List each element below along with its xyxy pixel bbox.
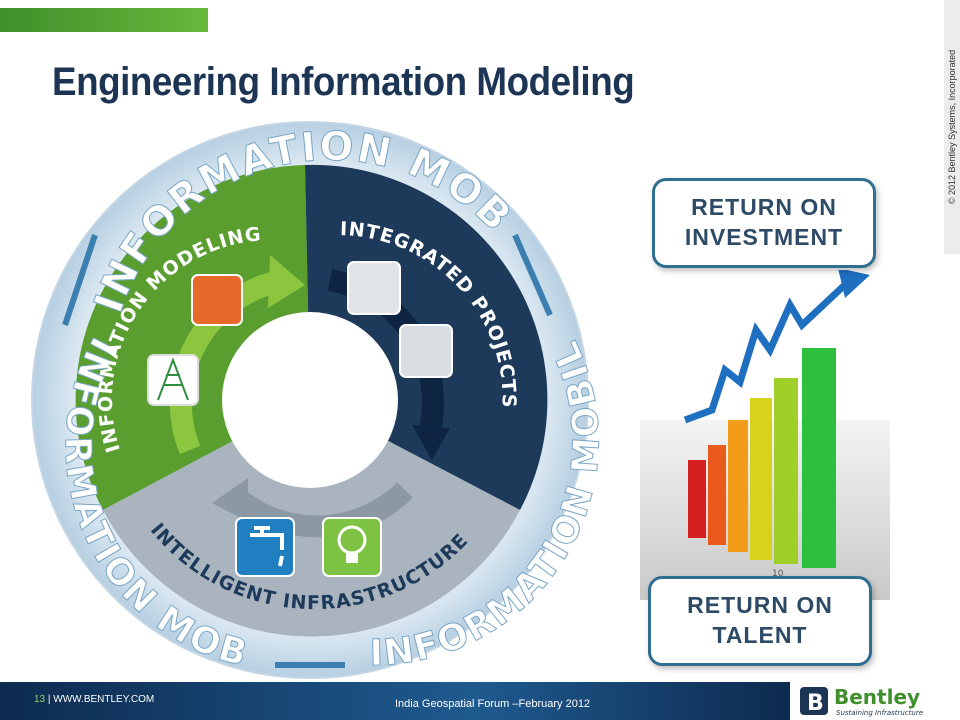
bar-6 — [802, 348, 836, 568]
plant-model-thumbnail — [347, 261, 401, 315]
roi-line-2: INVESTMENT — [684, 224, 844, 250]
axis-tick-label: 10 — [772, 569, 784, 579]
rot-line-2: TALENT — [712, 622, 808, 648]
logo-tagline: Sustaining Infrastructure — [836, 709, 923, 717]
copyright-text: © 2012 Bentley Systems, Incorporated — [947, 49, 957, 205]
bar-4 — [750, 398, 772, 560]
top-accent-bar — [0, 8, 208, 32]
gray-arrow-head — [212, 478, 248, 522]
structural-model-thumbnail — [191, 274, 243, 326]
roi-line-1: RETURN ON — [691, 194, 837, 221]
cycle-arrow-green — [169, 269, 288, 455]
page-number: 13 — [34, 694, 46, 705]
bar-2 — [708, 445, 726, 545]
growth-chart-visual: 10 — [640, 270, 890, 600]
footer-left: 13 | WWW.BENTLEY.COM — [34, 694, 154, 705]
bar-3 — [728, 420, 748, 552]
ring-arrow-left — [62, 234, 98, 326]
footer-url[interactable]: | WWW.BENTLEY.COM — [45, 694, 155, 705]
slide-title: Engineering Information Modeling — [52, 60, 635, 104]
copyright-tab — [944, 0, 960, 254]
bar-5 — [774, 378, 798, 564]
growth-arrow-head — [838, 270, 870, 298]
center-circle — [222, 312, 398, 488]
lightbulb-icon — [322, 517, 382, 577]
rot-line-1: RETURN ON — [687, 592, 833, 619]
bentley-b-icon — [800, 687, 828, 715]
svg-text:B: B — [807, 691, 824, 716]
logo-name: Bentley — [834, 685, 920, 709]
footer-bar — [0, 682, 790, 720]
green-arrow-head — [268, 255, 305, 308]
ring-arrow-right — [512, 233, 553, 317]
building-model-thumbnail — [399, 324, 453, 378]
growth-arrow — [683, 277, 853, 424]
return-on-investment-box: RETURN ON INVESTMENT — [652, 178, 876, 268]
navy-arrow-head — [412, 425, 450, 460]
footer-event: India Geospatial Forum –February 2012 — [395, 698, 591, 710]
bar-1 — [688, 460, 706, 538]
information-mobility-diagram: INFORMATION MOBILITY INFORMATION MOBILIT… — [0, 110, 607, 679]
return-on-talent-box: RETURN ON TALENT — [648, 576, 872, 666]
bentley-logo: B Bentley Sustaining Infrastructure — [800, 685, 923, 717]
